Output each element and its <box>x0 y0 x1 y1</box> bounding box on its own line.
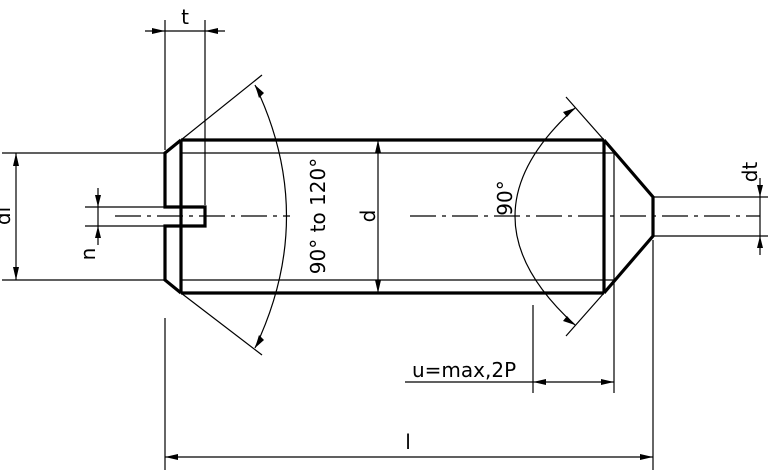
chamfer-arrow-top <box>255 85 264 98</box>
dimension-d: d <box>356 140 381 293</box>
dimension-chamfer-angle: 90° to 120° <box>180 74 330 356</box>
l-arrow-left <box>165 454 178 460</box>
dimension-dl: dl <box>0 152 165 281</box>
n-arrow-top <box>95 195 101 207</box>
t-label: t <box>181 5 189 29</box>
dt-arrow-bottom <box>757 236 763 248</box>
d-arrow-top <box>375 140 381 153</box>
cone-extension-top <box>565 96 605 141</box>
cone-arrow-top <box>563 108 575 117</box>
d-arrow-bottom <box>375 280 381 293</box>
n-label: n <box>76 248 100 261</box>
t-arrow-right <box>205 28 218 34</box>
dimension-cone-angle: 90° <box>493 96 605 337</box>
t-arrow-left <box>152 28 165 34</box>
dimension-t: t <box>145 5 225 205</box>
l-arrow-right <box>640 454 653 460</box>
chamfer-arrow-bottom <box>255 335 264 348</box>
dimension-l: l <box>164 240 654 470</box>
dimension-n: n <box>76 188 165 260</box>
cone-angle-arc <box>514 107 576 326</box>
dl-label: dl <box>0 207 15 225</box>
n-arrow-bottom <box>95 226 101 238</box>
chamfer-angle-arc <box>254 84 287 349</box>
dl-arrow-bottom <box>13 267 19 280</box>
u-arrow-right <box>601 379 614 385</box>
d-label: d <box>356 210 380 223</box>
chamfer-extension-top <box>180 74 263 141</box>
dl-arrow-top <box>13 153 19 166</box>
u-label: u=max,2P <box>412 358 516 382</box>
chamfer-angle-label: 90° to 120° <box>306 158 330 274</box>
cone-arrow-bottom <box>563 316 575 325</box>
dt-label: dt <box>738 162 762 183</box>
chamfer-extension-bottom <box>180 292 263 356</box>
l-label: l <box>405 430 411 454</box>
dt-arrow-top <box>757 185 763 197</box>
cone-angle-label: 90° <box>493 180 517 215</box>
cone-extension-bottom <box>565 292 605 337</box>
u-arrow-left <box>533 379 546 385</box>
dimension-dt: dt <box>653 162 768 255</box>
dimension-u: u=max,2P <box>405 282 615 393</box>
